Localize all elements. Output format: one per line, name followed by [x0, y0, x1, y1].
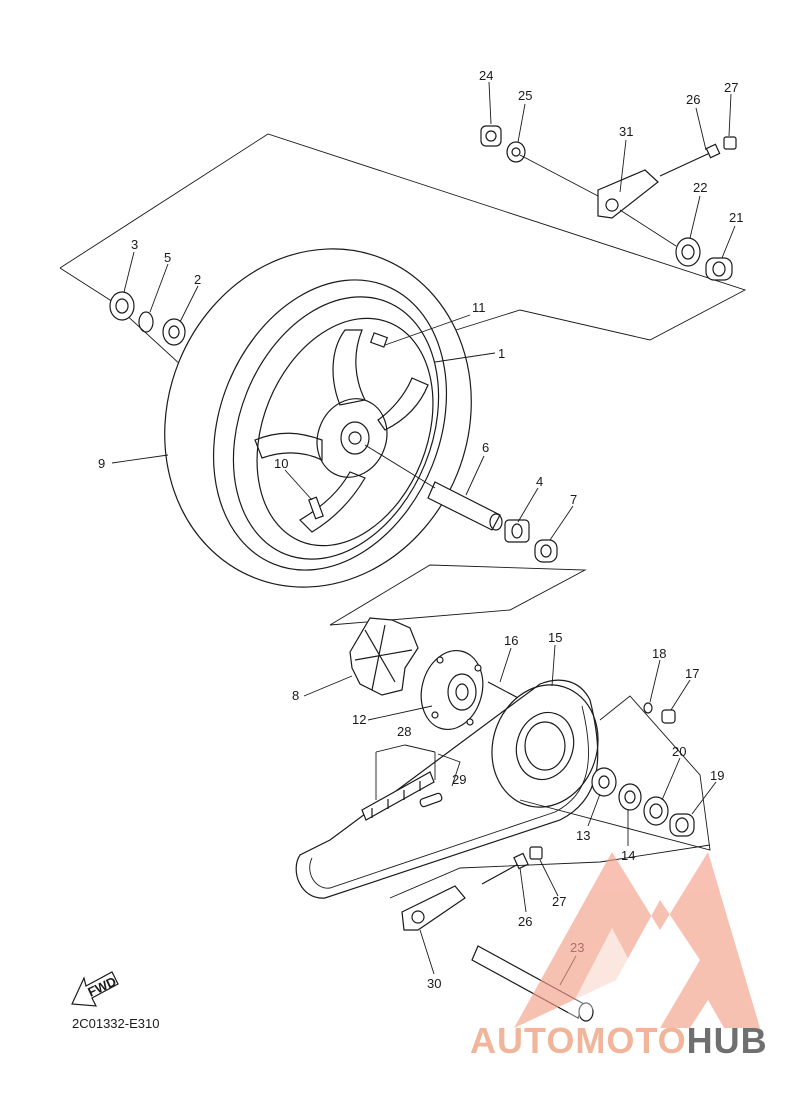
- watermark-text: AUTOMOTOHUB: [470, 1020, 768, 1062]
- callout-27: 27: [724, 80, 738, 95]
- bearing-13: [591, 767, 617, 797]
- callout-13: 13: [576, 828, 590, 843]
- chain-joint-28: [361, 771, 435, 821]
- callout-3: 3: [131, 237, 138, 252]
- callout-30: 30: [427, 976, 441, 991]
- oil-seal-14: [618, 783, 642, 811]
- callout-5: 5: [164, 250, 171, 265]
- nut-17: [661, 709, 676, 724]
- callout-20: 20: [672, 744, 686, 759]
- callout-27-lower: 27: [552, 894, 566, 909]
- watermark-logo: [514, 852, 760, 1028]
- nut-27-upper: [723, 136, 737, 150]
- leader-lines: [111, 81, 736, 986]
- lower-group-outline: [329, 564, 587, 626]
- collar-20: [643, 796, 669, 826]
- upper-group-outline: [59, 133, 747, 411]
- stud-bolt-16: [487, 681, 523, 701]
- collar-19: [669, 813, 695, 837]
- clip-29: [419, 792, 443, 808]
- callout-19: 19: [710, 768, 724, 783]
- watermark-text-part2: HUB: [686, 1020, 768, 1061]
- callout-9: 9: [98, 456, 105, 471]
- circlip-5: [138, 311, 154, 333]
- sprocket-15: [491, 684, 599, 808]
- callout-22: 22: [693, 180, 707, 195]
- washer-18: [643, 702, 653, 714]
- bearing-4: [504, 519, 530, 543]
- callout-18: 18: [652, 646, 666, 661]
- collar-22: [675, 237, 701, 267]
- callout-12: 12: [352, 712, 366, 727]
- nut-24: [480, 125, 502, 147]
- callout-31: 31: [619, 124, 633, 139]
- callout-16: 16: [504, 633, 518, 648]
- bearing-21: [705, 257, 733, 281]
- callout-6: 6: [482, 440, 489, 455]
- callout-15: 15: [548, 630, 562, 645]
- chain-puller-31: [597, 169, 659, 219]
- callout-26: 26: [686, 92, 700, 107]
- nut-27-lower: [529, 846, 543, 860]
- callout-25: 25: [518, 88, 532, 103]
- bearing-3: [109, 291, 135, 321]
- chain-puller-30: [401, 885, 466, 931]
- drawing-code: 2C01332-E310: [72, 1016, 160, 1031]
- washer-25: [506, 141, 526, 163]
- callout-2: 2: [194, 272, 201, 287]
- fwd-label: FWD: [85, 974, 118, 1000]
- callout-21: 21: [729, 210, 743, 225]
- callout-24: 24: [479, 68, 493, 83]
- callout-1: 1: [498, 346, 505, 361]
- fwd-arrow-icon: [71, 971, 119, 1007]
- collar-7: [534, 539, 558, 563]
- callout-29: 29: [452, 772, 466, 787]
- bearing-2: [162, 318, 186, 346]
- callout-17: 17: [685, 666, 699, 681]
- callout-10: 10: [274, 456, 288, 471]
- callout-4: 4: [536, 474, 543, 489]
- callout-28: 28: [397, 724, 411, 739]
- bolt-26-upper: [659, 143, 721, 177]
- callout-8: 8: [292, 688, 299, 703]
- damper-8: [349, 617, 419, 696]
- callout-14: 14: [621, 848, 635, 863]
- callout-7: 7: [570, 492, 577, 507]
- callout-labels: 24 25 26 27 31 22 21 3 5 2 11 1 9 10 6 4…: [98, 68, 743, 991]
- rear-wheel: [164, 248, 472, 588]
- callout-11: 11: [472, 300, 486, 315]
- clutch-hub-12: [420, 649, 484, 731]
- watermark-text-part1: AUTOMOTO: [470, 1020, 687, 1061]
- callout-26-lower: 26: [518, 914, 532, 929]
- spacer-6: [427, 481, 503, 531]
